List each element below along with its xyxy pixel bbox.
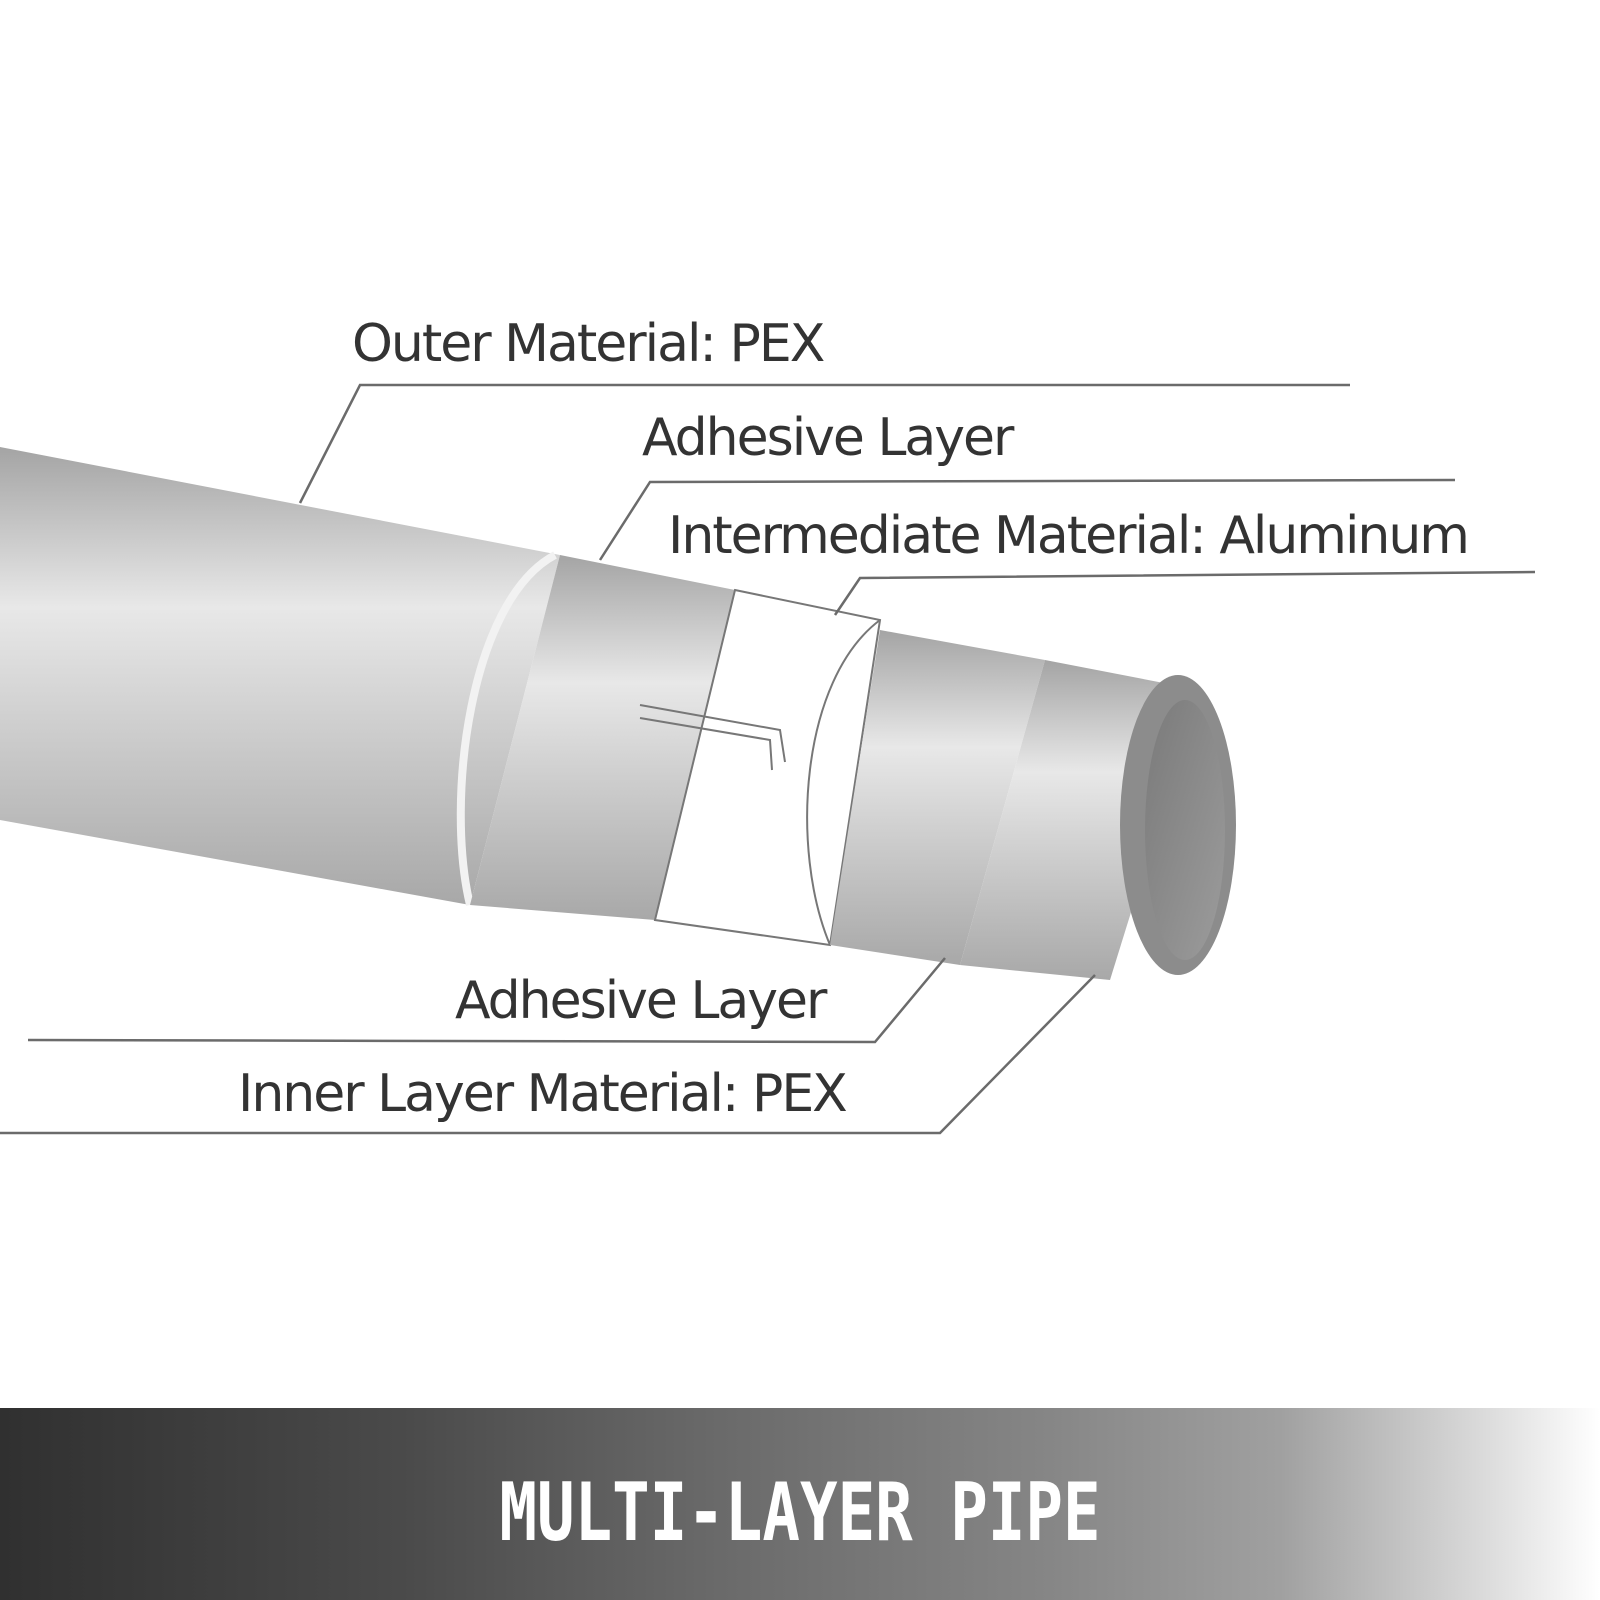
label-adhesive-layer-top: Adhesive Layer <box>642 408 1014 468</box>
pipe-illustration <box>0 383 1536 1135</box>
label-outer-material: Outer Material: PEX <box>352 314 825 374</box>
leader-lines <box>0 383 1536 1135</box>
label-inner-layer-material: Inner Layer Material: PEX <box>238 1064 848 1124</box>
outer-pex-layer <box>0 447 560 905</box>
label-adhesive-layer-bottom: Adhesive Layer <box>455 971 827 1031</box>
adhesive-layer-outer <box>470 555 735 920</box>
title-banner: MULTI-LAYER PIPE <box>0 1408 1600 1600</box>
adhesive-layer-inner <box>830 630 1045 965</box>
banner-title: MULTI-LAYER PIPE <box>499 1466 1101 1559</box>
pipe-diagram: Outer Material: PEX Adhesive Layer Inter… <box>0 314 1536 1135</box>
label-intermediate-material: Intermediate Material: Aluminum <box>668 506 1470 566</box>
